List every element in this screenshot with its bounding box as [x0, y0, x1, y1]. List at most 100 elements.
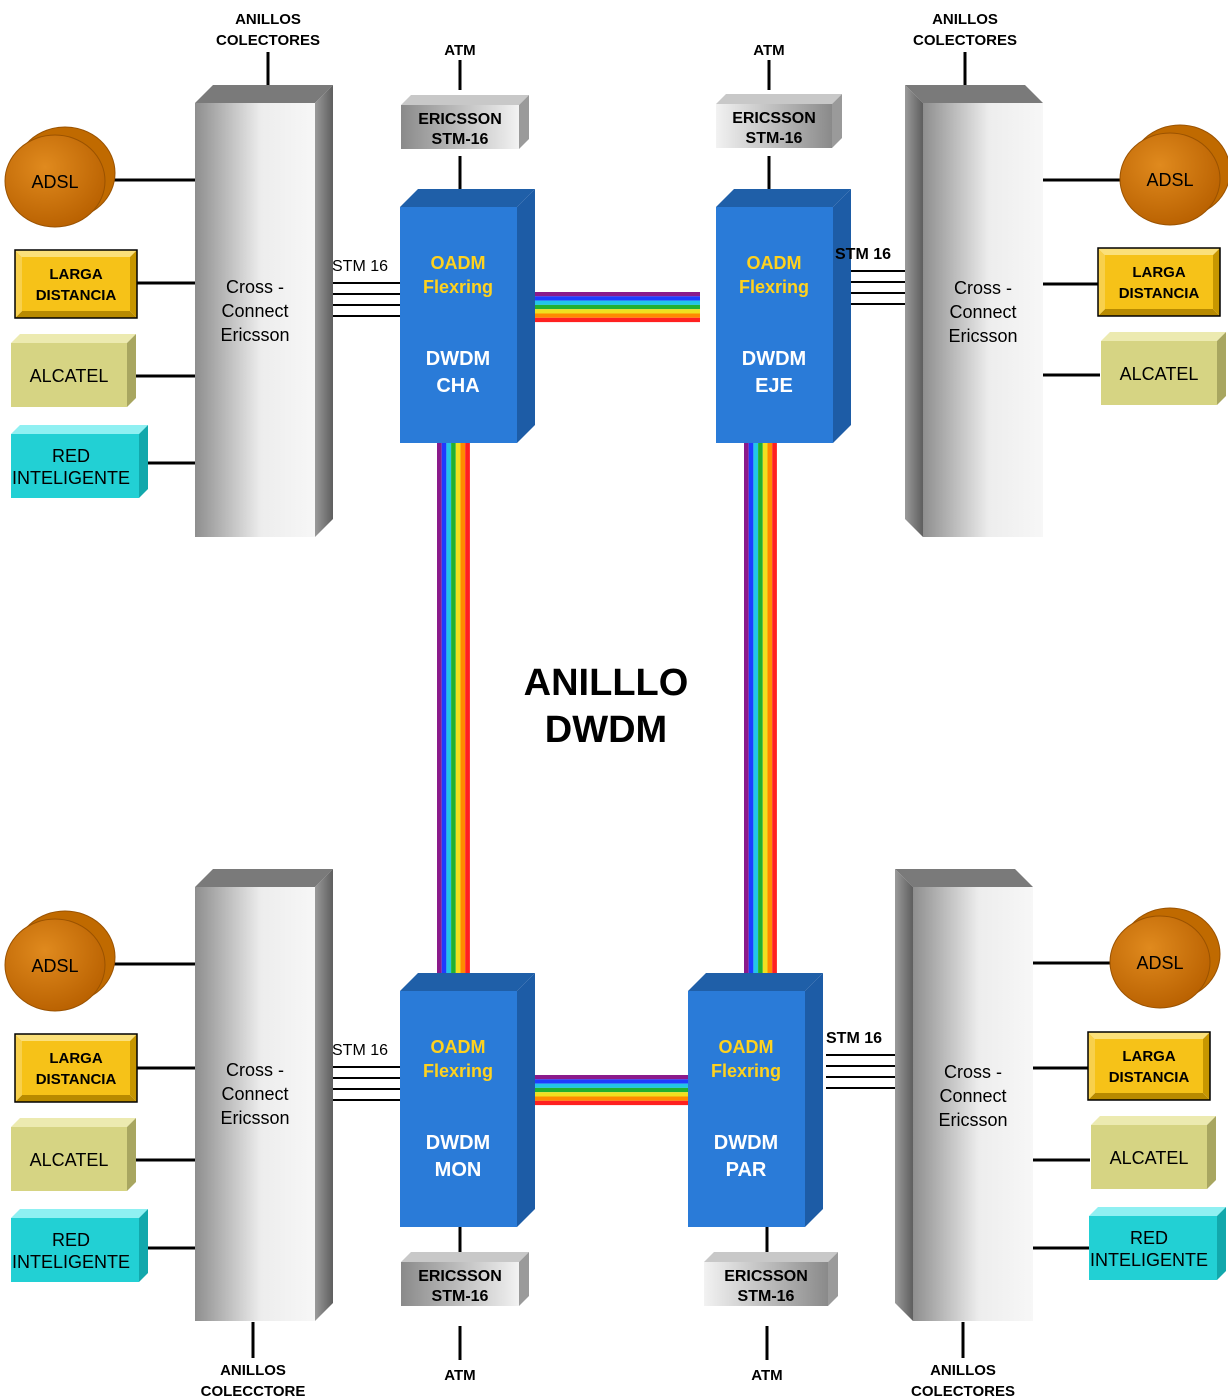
cross-connect-label: Connect [949, 302, 1016, 322]
cross-connect-top [895, 869, 1033, 887]
cross-connect-top [905, 85, 1043, 103]
red-inteligente-box [1089, 1216, 1217, 1280]
red-inteligente-box-top [1089, 1207, 1226, 1216]
link-cha-mon-band [441, 430, 447, 980]
cross-connect [913, 887, 1033, 1321]
cross-connect [195, 887, 315, 1321]
link-cha-eje-band [534, 292, 700, 297]
cross-connect [923, 103, 1043, 537]
link-cha-mon-band [446, 430, 452, 980]
link-mon-par-band [534, 1096, 690, 1101]
larga-distancia-border [1087, 1031, 1211, 1101]
link-eje-par-band [744, 430, 749, 980]
larga-distancia-bevel [1098, 248, 1220, 255]
link-cha-mon-band [455, 430, 461, 980]
dwdm-label: MON [435, 1159, 482, 1181]
dwdm-box [400, 991, 517, 1227]
ericsson-stm16-box [401, 105, 519, 149]
red-inteligente-box-side [1217, 1207, 1226, 1280]
red-inteligente-label: INTELIGENTE [1090, 1250, 1208, 1270]
dwdm-box-side [833, 189, 851, 443]
ericsson-stm16-box [716, 104, 832, 148]
adsl-label: ADSL [1136, 953, 1183, 973]
ericsson-label: ERICSSON [724, 1268, 808, 1285]
ericsson-label: STM-16 [432, 131, 489, 148]
dwdm-box-top [688, 973, 823, 991]
link-eje-par-band [767, 430, 773, 980]
dwdm-label: EJE [755, 375, 793, 397]
larga-distancia-label: LARGA [1132, 264, 1185, 281]
link-eje-par-band [772, 430, 777, 980]
larga-distancia-box [22, 257, 130, 311]
larga-distancia-bevel [15, 1095, 137, 1102]
alcatel-box-side [1217, 332, 1226, 405]
larga-distancia-box [22, 1041, 130, 1095]
dwdm-label: DWDM [426, 1132, 490, 1154]
ericsson-label: STM-16 [432, 1288, 489, 1305]
link-cha-eje-band [534, 309, 700, 314]
link-mon-par-band [534, 1092, 690, 1097]
alcatel-box-side [127, 1118, 136, 1191]
larga-distancia-label: DISTANCIA [36, 287, 117, 304]
link-cha-mon-band [465, 430, 470, 980]
ericsson-stm16-box-side [519, 95, 529, 149]
link-eje-par-band [762, 430, 768, 980]
alcatel-box-side [1207, 1116, 1216, 1189]
oadm-label: OADM [747, 253, 802, 273]
link-mon-par-band [534, 1087, 690, 1093]
link-mon-par-band [534, 1083, 690, 1088]
cross-connect-label: Connect [221, 301, 288, 321]
dwdm-box [400, 207, 517, 443]
red-inteligente-label: RED [1130, 1228, 1168, 1248]
cross-connect-side [315, 85, 333, 537]
adsl-disk [4, 918, 106, 1012]
cross-connect-label: Ericsson [220, 1108, 289, 1128]
stm16-label: STM 16 [332, 258, 388, 275]
collector-label: ANILLOS [930, 1362, 996, 1379]
link-eje-par-band [758, 430, 763, 980]
link-mon-par-band [534, 1075, 690, 1080]
larga-distancia-label: LARGA [49, 1050, 102, 1067]
ericsson-label: ERICSSON [418, 111, 502, 128]
larga-distancia-bevel [1203, 1032, 1210, 1100]
alcatel-label: ALCATEL [1110, 1148, 1189, 1168]
link-cha-eje-band [534, 313, 700, 318]
red-inteligente-box-side [139, 425, 148, 498]
ericsson-stm16-box-top [401, 1252, 529, 1262]
oadm-label: Flexring [423, 1061, 493, 1081]
red-inteligente-box-side [139, 1209, 148, 1282]
atm-label: ATM [751, 1367, 782, 1384]
ericsson-stm16-box [704, 1262, 828, 1306]
collector-label: ANILLOS [235, 11, 301, 28]
larga-distancia-bevel [130, 1034, 137, 1102]
dwdm-label: DWDM [742, 348, 806, 370]
alcatel-box-top [1101, 332, 1226, 341]
oadm-label: Flexring [423, 277, 493, 297]
alcatel-box [11, 343, 127, 407]
ericsson-stm16-box-top [716, 94, 842, 104]
dwdm-box [716, 207, 833, 443]
link-cha-eje-band [534, 317, 700, 323]
atm-label: ATM [753, 42, 784, 59]
larga-distancia-bevel [1088, 1032, 1095, 1100]
cross-connect-label: Connect [221, 1084, 288, 1104]
adsl-disk [4, 134, 106, 228]
alcatel-box-top [11, 1118, 136, 1127]
larga-distancia-label: LARGA [1122, 1048, 1175, 1065]
adsl-label: ADSL [1146, 170, 1193, 190]
oadm-label: Flexring [739, 277, 809, 297]
alcatel-box [1091, 1125, 1207, 1189]
cross-connect-label: Cross - [226, 277, 284, 297]
alcatel-label: ALCATEL [30, 1150, 109, 1170]
ring-title-line1: ANILLLO [524, 662, 689, 704]
red-inteligente-label: RED [52, 446, 90, 466]
larga-distancia-label: DISTANCIA [1119, 285, 1200, 302]
link-mon-par-band [534, 1079, 690, 1084]
ericsson-stm16-box [401, 1262, 519, 1306]
connection-lines [110, 52, 1128, 1360]
link-cha-eje-band [534, 300, 700, 305]
red-inteligente-label: RED [52, 1230, 90, 1250]
collector-label: ANILLOS [220, 1362, 286, 1379]
